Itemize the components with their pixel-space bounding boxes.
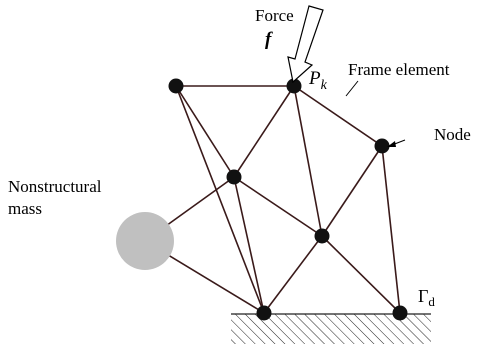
frame-member-n2-pk-n3 (293, 85, 383, 147)
force-label: Force (255, 6, 294, 25)
frame-member-n4-n5 (233, 176, 323, 237)
frame-node-n4 (226, 169, 242, 185)
frame-nodes (168, 78, 408, 321)
frame-element-label: Frame element (348, 60, 450, 79)
frame-node-n6 (256, 305, 272, 321)
frame-node-n5 (314, 228, 330, 244)
frame-member-n2-pk-n5 (293, 85, 323, 237)
frame-node-n3 (374, 138, 390, 154)
frame-element-pointer (345, 80, 359, 97)
gamma-d-label: Γd (418, 286, 435, 309)
pk-label: Pk (308, 68, 328, 93)
frame-node-n1 (168, 78, 184, 94)
node-pointer-arrowhead (387, 141, 396, 147)
node-label: Node (434, 125, 471, 144)
frame-member-n4-n6 (233, 176, 265, 314)
frame-members (144, 85, 401, 314)
frame-member-n5-n7 (321, 235, 401, 314)
frame-node-n2-pk (286, 78, 302, 94)
frame-member-n1-n6 (175, 85, 265, 314)
nonstructural-mass (116, 212, 174, 270)
pk-subscript: k (321, 78, 328, 93)
nonstructural-label-line2: mass (8, 199, 42, 218)
pk-base: P (308, 68, 321, 89)
frame-node-n7 (392, 305, 408, 321)
frame-member-n1-n4 (175, 85, 235, 178)
force-symbol: f (265, 29, 273, 50)
frame-member-n3-n5 (321, 145, 383, 237)
frame-member-n5-n6 (263, 235, 323, 314)
frame-member-n3-n7 (381, 145, 401, 314)
gamma-subscript: d (428, 294, 435, 309)
frame-member-n2-pk-n4 (233, 85, 295, 178)
gamma-base: Γ (418, 286, 428, 306)
force-arrow-icon (287, 5, 324, 84)
nonstructural-label-line1: Nonstructural (8, 177, 102, 196)
